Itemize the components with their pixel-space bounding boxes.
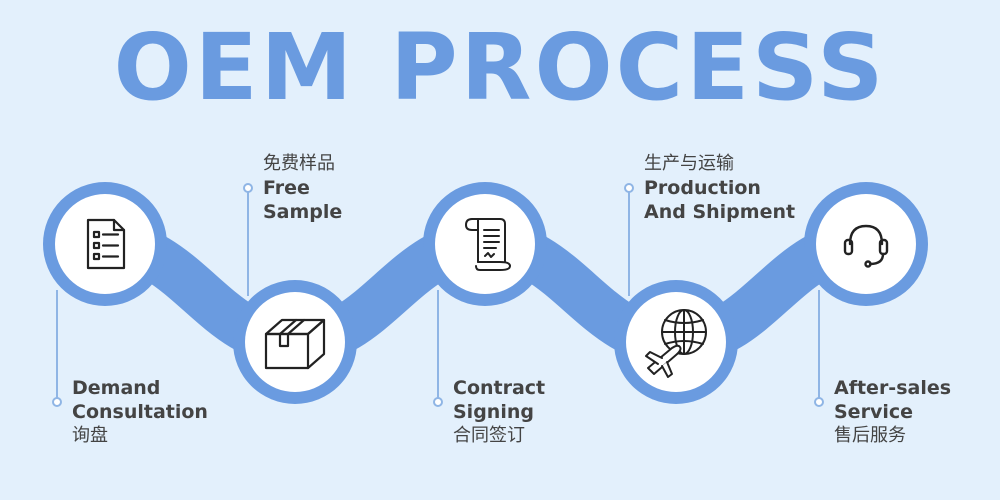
leader-dot-2: [243, 183, 253, 193]
step-label-5: After-sales Service 售后服务: [834, 376, 951, 448]
step-label-2: 免费样品 Free Sample: [263, 152, 342, 224]
step-title-en: Production And Shipment: [644, 177, 796, 223]
step-title-zh: 售后服务: [834, 425, 906, 446]
step-label-4: 生产与运输 Production And Shipment: [644, 152, 795, 224]
step-title-en: Free Sample: [263, 177, 343, 223]
step-node-5: [804, 182, 928, 306]
step-label-1: Demand Consultation 询盘: [72, 376, 208, 448]
leader-dot-4: [624, 183, 634, 193]
step-title-en: Contract Signing: [453, 377, 546, 423]
step-title-zh: 免费样品: [263, 153, 335, 174]
leader-dot-3: [433, 397, 443, 407]
headset-icon: [843, 224, 889, 268]
step-title-zh: 合同签订: [453, 425, 525, 446]
step-node-2: [233, 280, 357, 404]
package-box-icon: [264, 318, 326, 370]
step-node-1: [43, 182, 167, 306]
step-title-zh: 生产与运输: [644, 153, 734, 174]
leader-dot-5: [814, 397, 824, 407]
step-label-3: Contract Signing 合同签订: [453, 376, 545, 448]
step-title-en: After-sales Service: [834, 377, 952, 423]
globe-airplane-icon: [645, 309, 707, 378]
contract-scroll-icon: [465, 218, 511, 271]
step-title-en: Demand Consultation: [72, 377, 208, 423]
step-node-3: [423, 182, 547, 306]
page-title: OEM PROCESS: [113, 14, 887, 121]
step-title-zh: 询盘: [72, 425, 108, 446]
document-list-icon: [86, 218, 126, 270]
leader-dot-1: [52, 397, 62, 407]
